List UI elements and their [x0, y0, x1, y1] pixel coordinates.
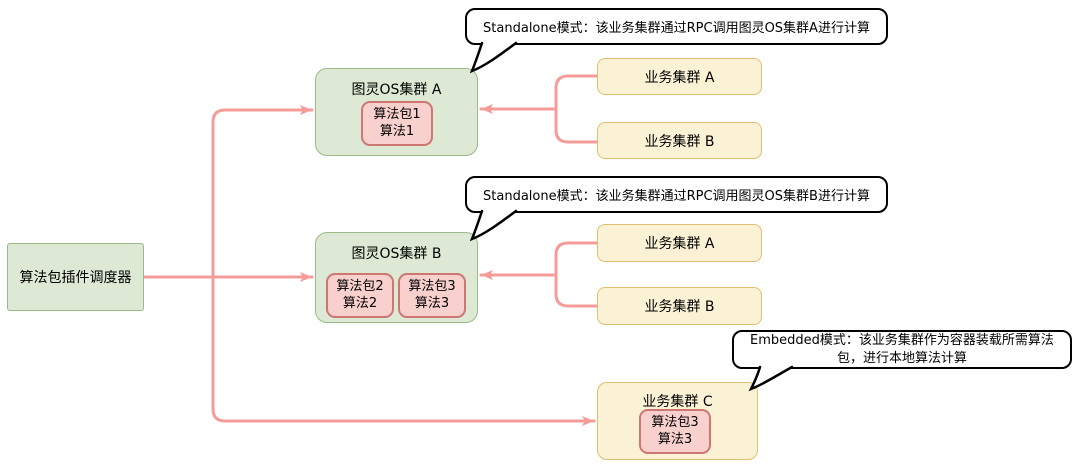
- callout-standalone-b: Standalone模式：该业务集群通过RPC调用图灵OS集群B进行计算: [465, 176, 888, 213]
- connector-scheduler-to-cluster-a: [211, 105, 314, 279]
- algo-package-3-name: 算法包3: [408, 278, 456, 294]
- connector-biz-b1-merge: [554, 107, 599, 144]
- callout-standalone-a-text: Standalone模式：该业务集群通过RPC调用图灵OS集群A进行计算: [483, 21, 870, 36]
- algo-3-embedded-name: 算法3: [657, 431, 693, 447]
- scheduler-box: 算法包插件调度器: [7, 243, 144, 311]
- algo-1-name: 算法1: [379, 123, 415, 139]
- callout-embedded-text: Embedded模式：该业务集群作为容器装载所需算法包，进行本地算法计算: [750, 332, 1054, 366]
- biz-cluster-c-box: 业务集群 C 算法包3 算法3: [597, 382, 758, 460]
- biz-cluster-c-label: 业务集群 C: [642, 394, 713, 410]
- callout-embedded: Embedded模式：该业务集群作为容器装载所需算法包，进行本地算法计算: [732, 330, 1072, 369]
- algo-2-name: 算法2: [342, 295, 378, 311]
- callout-standalone-a-tail: [469, 41, 518, 74]
- biz-cluster-b1-label: 业务集群 B: [644, 133, 715, 150]
- connector-biz-a1-merge: [554, 74, 599, 111]
- biz-cluster-b1-box: 业务集群 B: [597, 122, 762, 159]
- algo-package-1-name: 算法包1: [373, 106, 421, 122]
- biz-cluster-a2-box: 业务集群 A: [597, 224, 762, 262]
- biz-cluster-a2-label: 业务集群 A: [644, 236, 715, 252]
- connector-scheduler-to-biz-c: [211, 275, 596, 426]
- algo-package-3-embedded-name: 算法包3: [651, 414, 699, 430]
- biz-cluster-a1-box: 业务集群 A: [597, 58, 762, 95]
- connector-biz-b2-merge: [554, 273, 599, 308]
- algo-package-2-chip: 算法包2 算法2: [326, 273, 394, 318]
- os-cluster-a-box: 图灵OS集群 A 算法包1 算法1: [315, 68, 478, 156]
- scheduler-label: 算法包插件调度器: [19, 270, 132, 286]
- algo-package-3-chip: 算法包3 算法3: [398, 273, 466, 318]
- algo-3-name: 算法3: [414, 295, 450, 311]
- os-cluster-b-box: 图灵OS集群 B 算法包2 算法2 算法包3 算法3: [315, 232, 478, 323]
- os-cluster-a-title: 图灵OS集群 A: [351, 82, 442, 98]
- algo-package-2-name: 算法包2: [336, 278, 384, 294]
- algo-package-3-embedded-chip: 算法包3 算法3: [639, 409, 711, 454]
- biz-cluster-b2-label: 业务集群 B: [644, 299, 715, 315]
- algo-package-1-chip: 算法包1 算法1: [361, 101, 433, 146]
- biz-cluster-b2-box: 业务集群 B: [597, 287, 762, 325]
- biz-cluster-a1-label: 业务集群 A: [644, 69, 715, 86]
- os-cluster-b-title: 图灵OS集群 B: [351, 246, 442, 262]
- callout-standalone-b-tail: [469, 209, 518, 242]
- connector-biz-a2-merge: [554, 241, 599, 277]
- callout-standalone-b-text: Standalone模式：该业务集群通过RPC调用图灵OS集群B进行计算: [483, 189, 870, 204]
- callout-standalone-a: Standalone模式：该业务集群通过RPC调用图灵OS集群A进行计算: [465, 8, 888, 45]
- callout-embedded-tail: [748, 365, 794, 392]
